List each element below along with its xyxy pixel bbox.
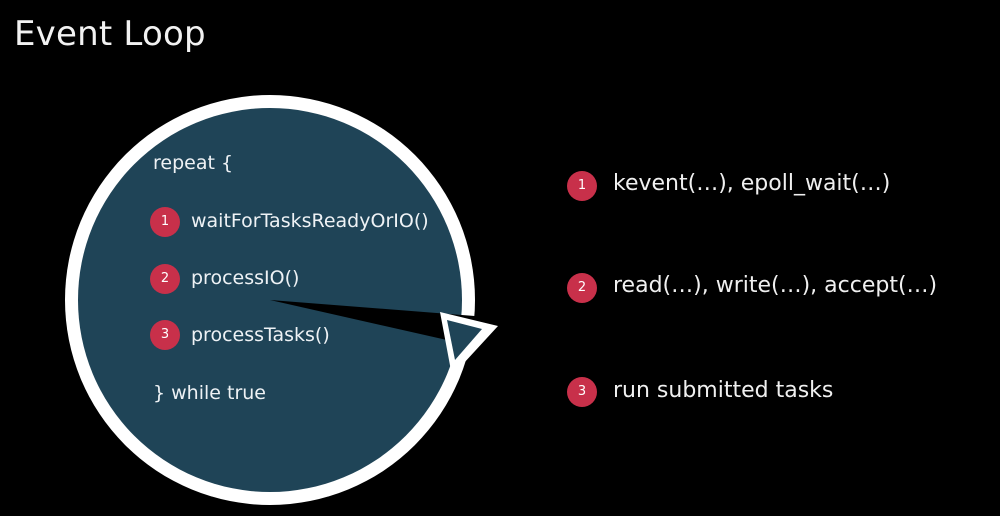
step-1-badge: 1 [150, 207, 180, 237]
desc-2-text: read(…), write(…), accept(…) [613, 273, 938, 298]
loop-gap [270, 300, 500, 352]
step-3-badge: 3 [150, 320, 180, 350]
loop-arrowhead-inner [447, 320, 482, 360]
desc-3-badge: 3 [567, 377, 597, 407]
desc-3-text: run submitted tasks [613, 378, 834, 403]
code-while-close: } while true [153, 382, 266, 404]
step-2-label: processIO() [191, 267, 300, 289]
desc-2-badge: 2 [567, 273, 597, 303]
step-1-label: waitForTasksReadyOrIO() [191, 210, 429, 232]
step-2-badge: 2 [150, 264, 180, 294]
step-3-label: processTasks() [191, 324, 330, 346]
desc-1-text: kevent(…), epoll_wait(…) [613, 171, 891, 196]
slide-title: Event Loop [14, 14, 206, 54]
desc-1-badge: 1 [567, 171, 597, 201]
code-repeat-open: repeat { [153, 152, 234, 174]
